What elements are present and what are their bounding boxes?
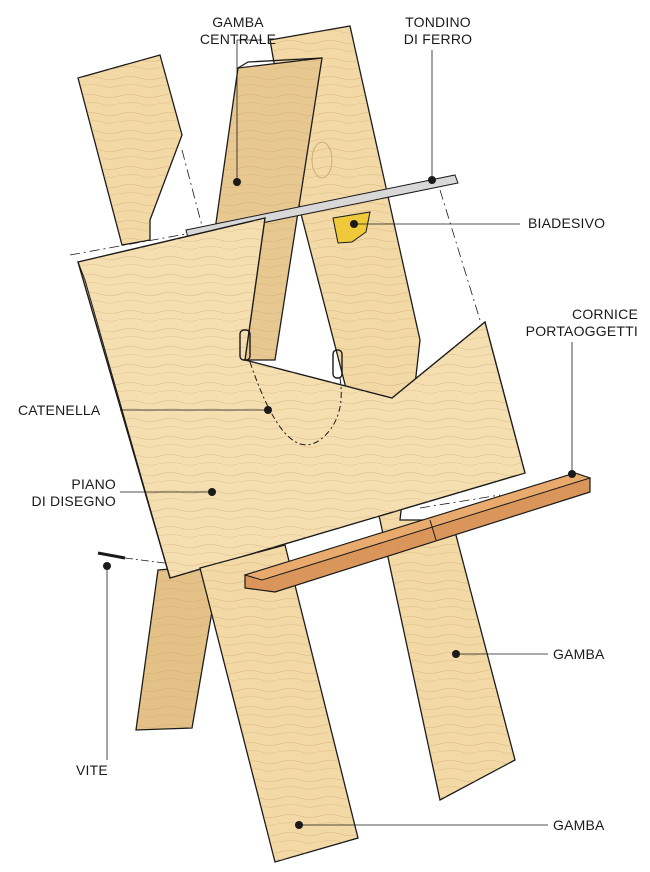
screw xyxy=(97,551,166,564)
label-catenella: CATENELLA xyxy=(18,402,101,418)
label-cornice-portaoggetti: CORNICE PORTAOGGETTI xyxy=(525,306,638,339)
leader-lines xyxy=(106,39,573,826)
front-leg xyxy=(199,544,359,863)
label-gamba-1: GAMBA xyxy=(553,646,605,662)
double-sided-tape xyxy=(332,211,371,244)
label-gamba-centrale: GAMBA CENTRALE xyxy=(199,14,277,47)
label-tondino-di-ferro: TONDINO DI FERRO xyxy=(403,14,473,47)
label-gamba-2: GAMBA xyxy=(553,817,605,833)
leader-dots xyxy=(103,176,576,829)
label-vite: VITE xyxy=(76,762,108,778)
assembly-dashes xyxy=(181,149,501,509)
label-piano-di-disegno: PIANO DI DISEGNO xyxy=(31,476,116,509)
drawing-board xyxy=(77,217,526,579)
label-biadesivo: BIADESIVO xyxy=(528,215,606,231)
